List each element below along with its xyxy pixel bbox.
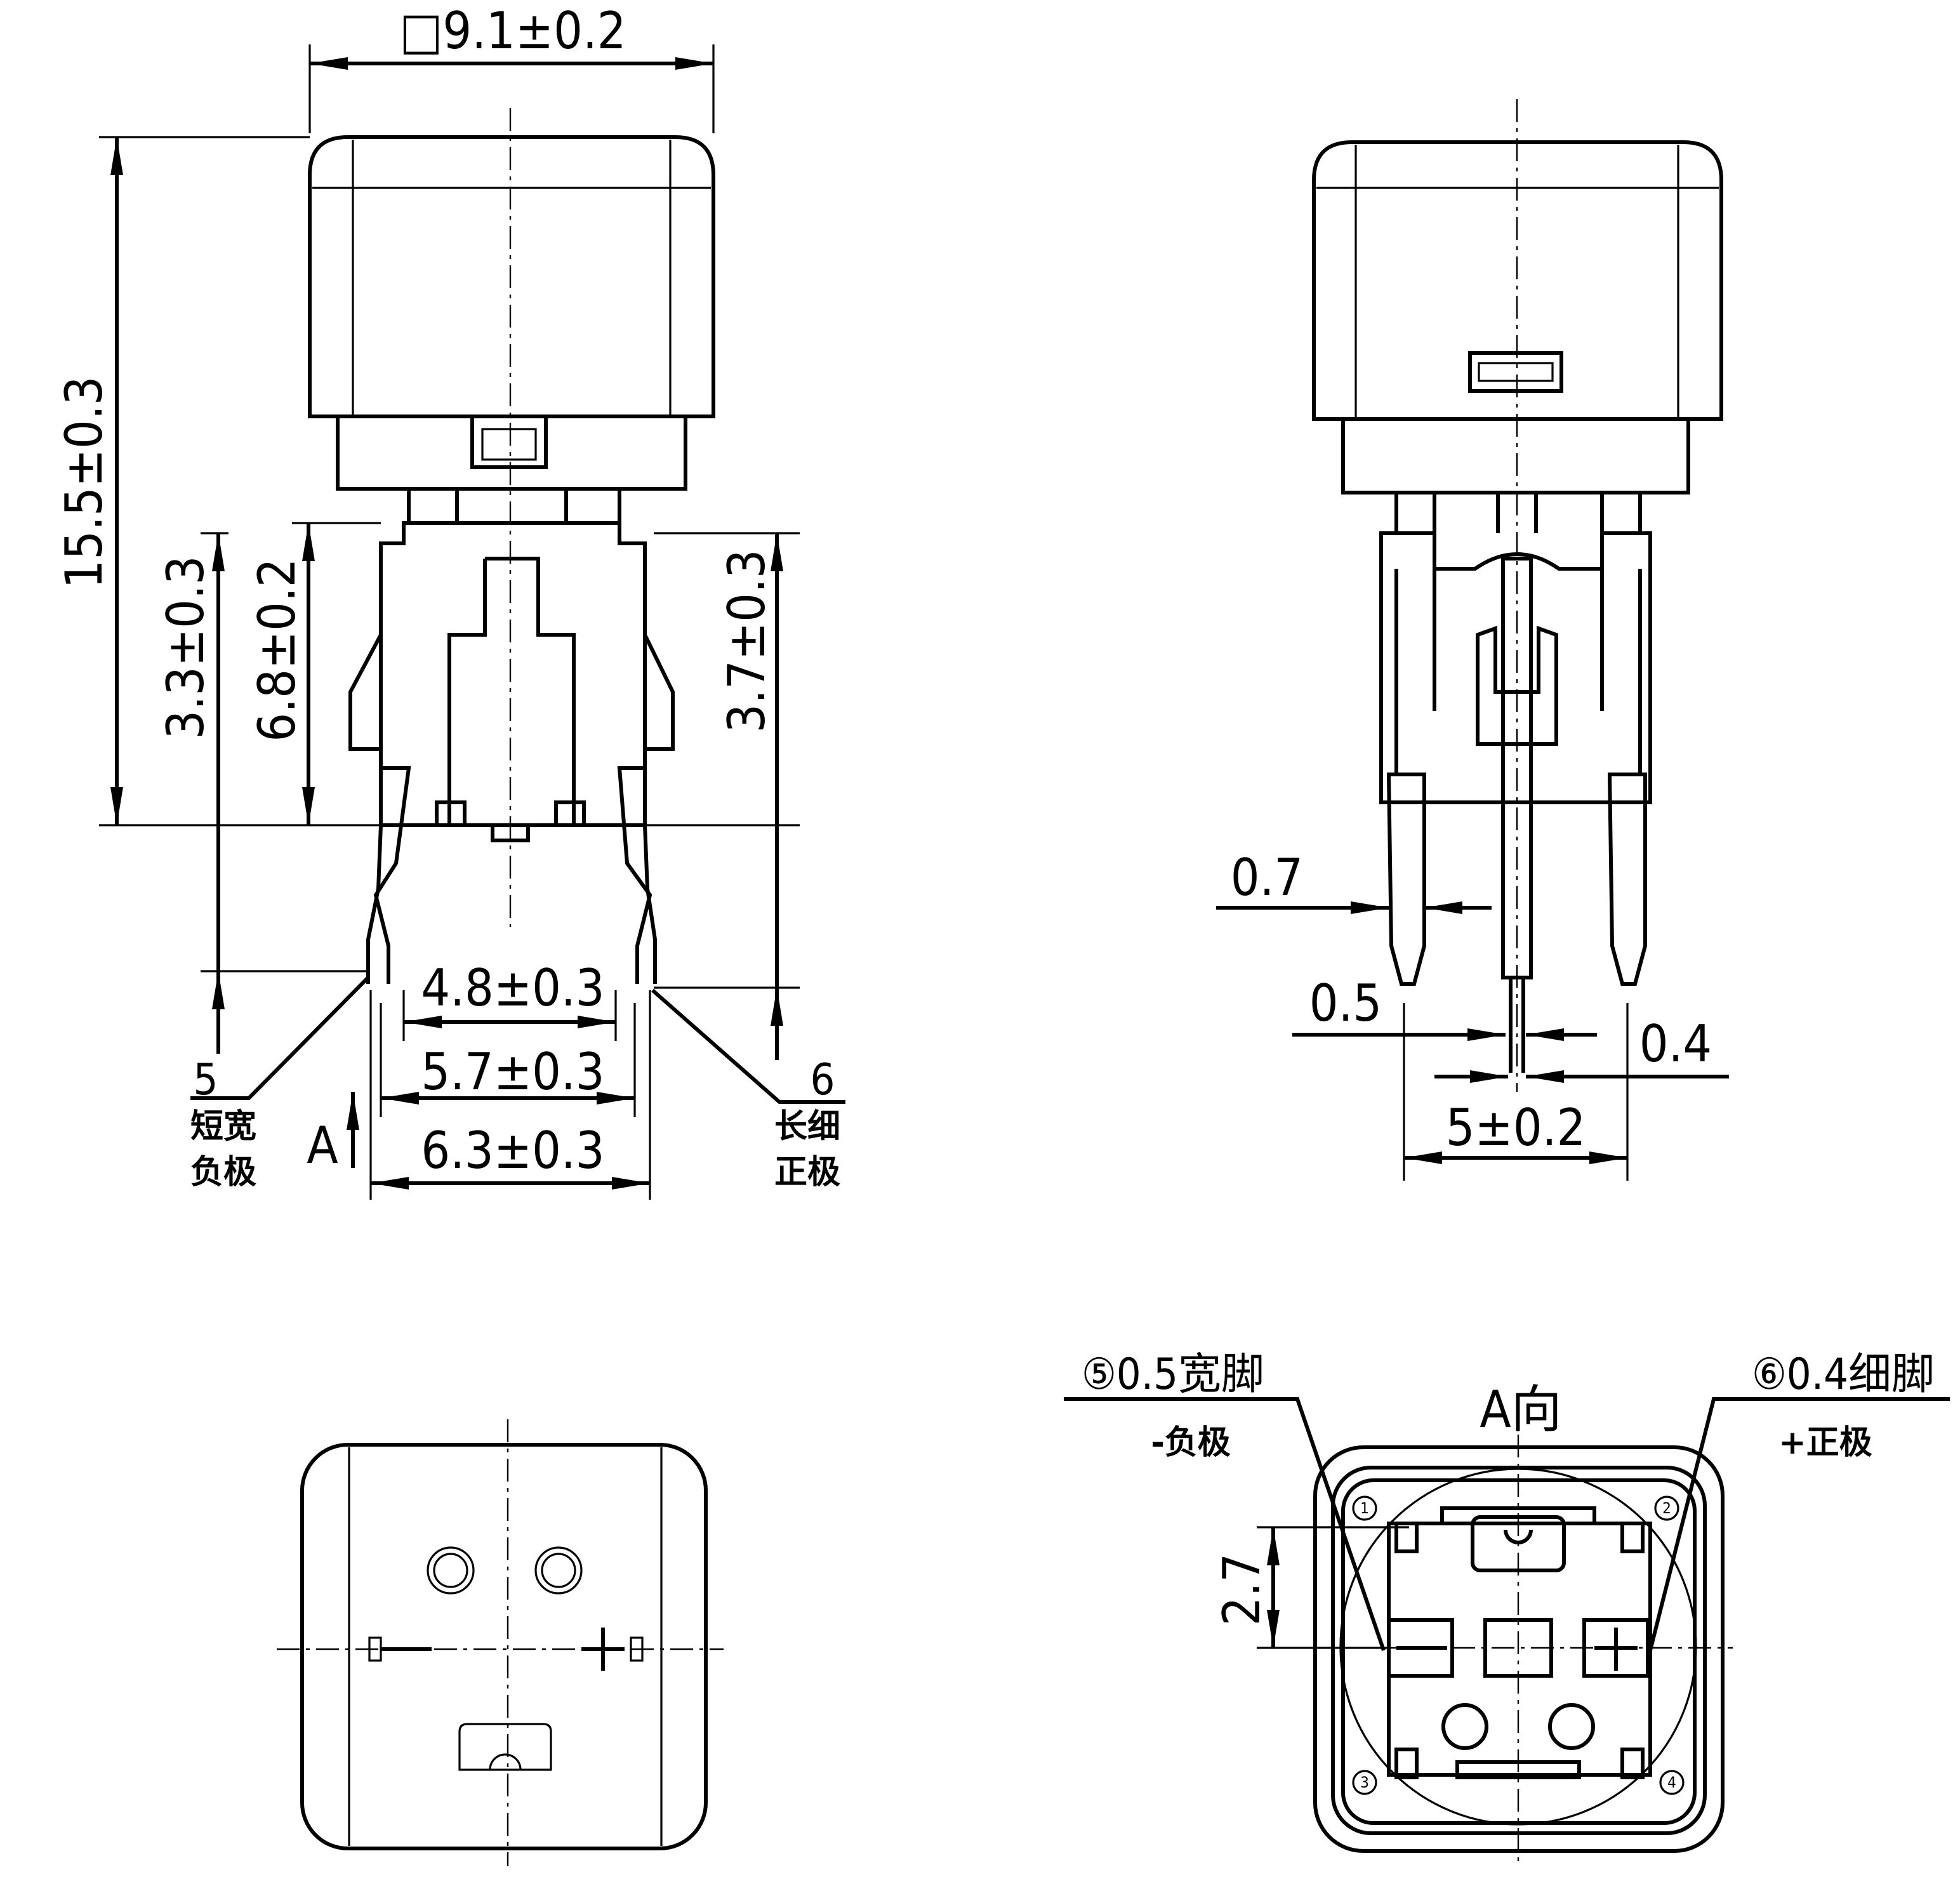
dim-right-pin: 3.7±0.3 xyxy=(717,549,776,733)
pin-number-markers: 1 2 3 4 xyxy=(1352,1496,1685,1795)
pin-number-1: 1 xyxy=(1360,1499,1369,1517)
top-view xyxy=(277,1419,724,1866)
dim-body: 6.8±0.2 xyxy=(248,558,307,741)
dim-left-pin: 3.3±0.3 xyxy=(156,555,215,739)
dim-pin-pitch: 5±0.2 xyxy=(1446,1098,1586,1157)
dim-pin-width-04: 0.4 xyxy=(1639,1014,1712,1073)
pin6-number: 6 xyxy=(811,1055,835,1105)
dim-height: 15.5±0.3 xyxy=(55,376,114,589)
view-arrow-label: A xyxy=(307,1116,338,1175)
dim-pin-width-05: 0.5 xyxy=(1309,974,1382,1033)
pin5-label-2: 负极 xyxy=(190,1153,256,1191)
dim-inner: 4.8±0.3 xyxy=(421,959,604,1018)
pin-number-2: 2 xyxy=(1662,1499,1671,1517)
pin5-label-1: 短宽 xyxy=(190,1108,256,1146)
pin6-polarity: +正极 xyxy=(1778,1424,1872,1462)
view-title: A向 xyxy=(1480,1380,1561,1439)
pin5-label: ⑤0.5宽脚 xyxy=(1082,1350,1264,1400)
dim-offset: 2.7 xyxy=(1212,1553,1271,1626)
bottom-view: 1 2 3 4 2.7 A向 ⑤0.5宽脚 -负极 ⑥0.4细脚 +正极 xyxy=(1064,1350,1950,1866)
pin-number-3: 3 xyxy=(1360,1774,1369,1791)
dim-width: □9.1±0.2 xyxy=(399,1,626,60)
pin6-label-2: 正极 xyxy=(774,1153,840,1191)
pin5-number: 5 xyxy=(194,1055,218,1105)
side-view: 0.7 0.5 0.4 5±0.2 xyxy=(1216,99,1729,1181)
dim-outer: 6.3±0.3 xyxy=(421,1121,604,1180)
dim-mid: 5.7±0.3 xyxy=(421,1042,604,1101)
pin6-label-1: 长细 xyxy=(774,1108,840,1146)
pin5-polarity: -负极 xyxy=(1151,1424,1231,1462)
pin6-label: ⑥0.4细脚 xyxy=(1752,1350,1935,1400)
pin-number-4: 4 xyxy=(1667,1774,1676,1791)
front-view: □9.1±0.2 15.5±0.3 3.3±0.3 6.8±0.2 3.7±0.… xyxy=(55,1,845,1200)
dim-pin-width-07: 0.7 xyxy=(1231,848,1303,907)
